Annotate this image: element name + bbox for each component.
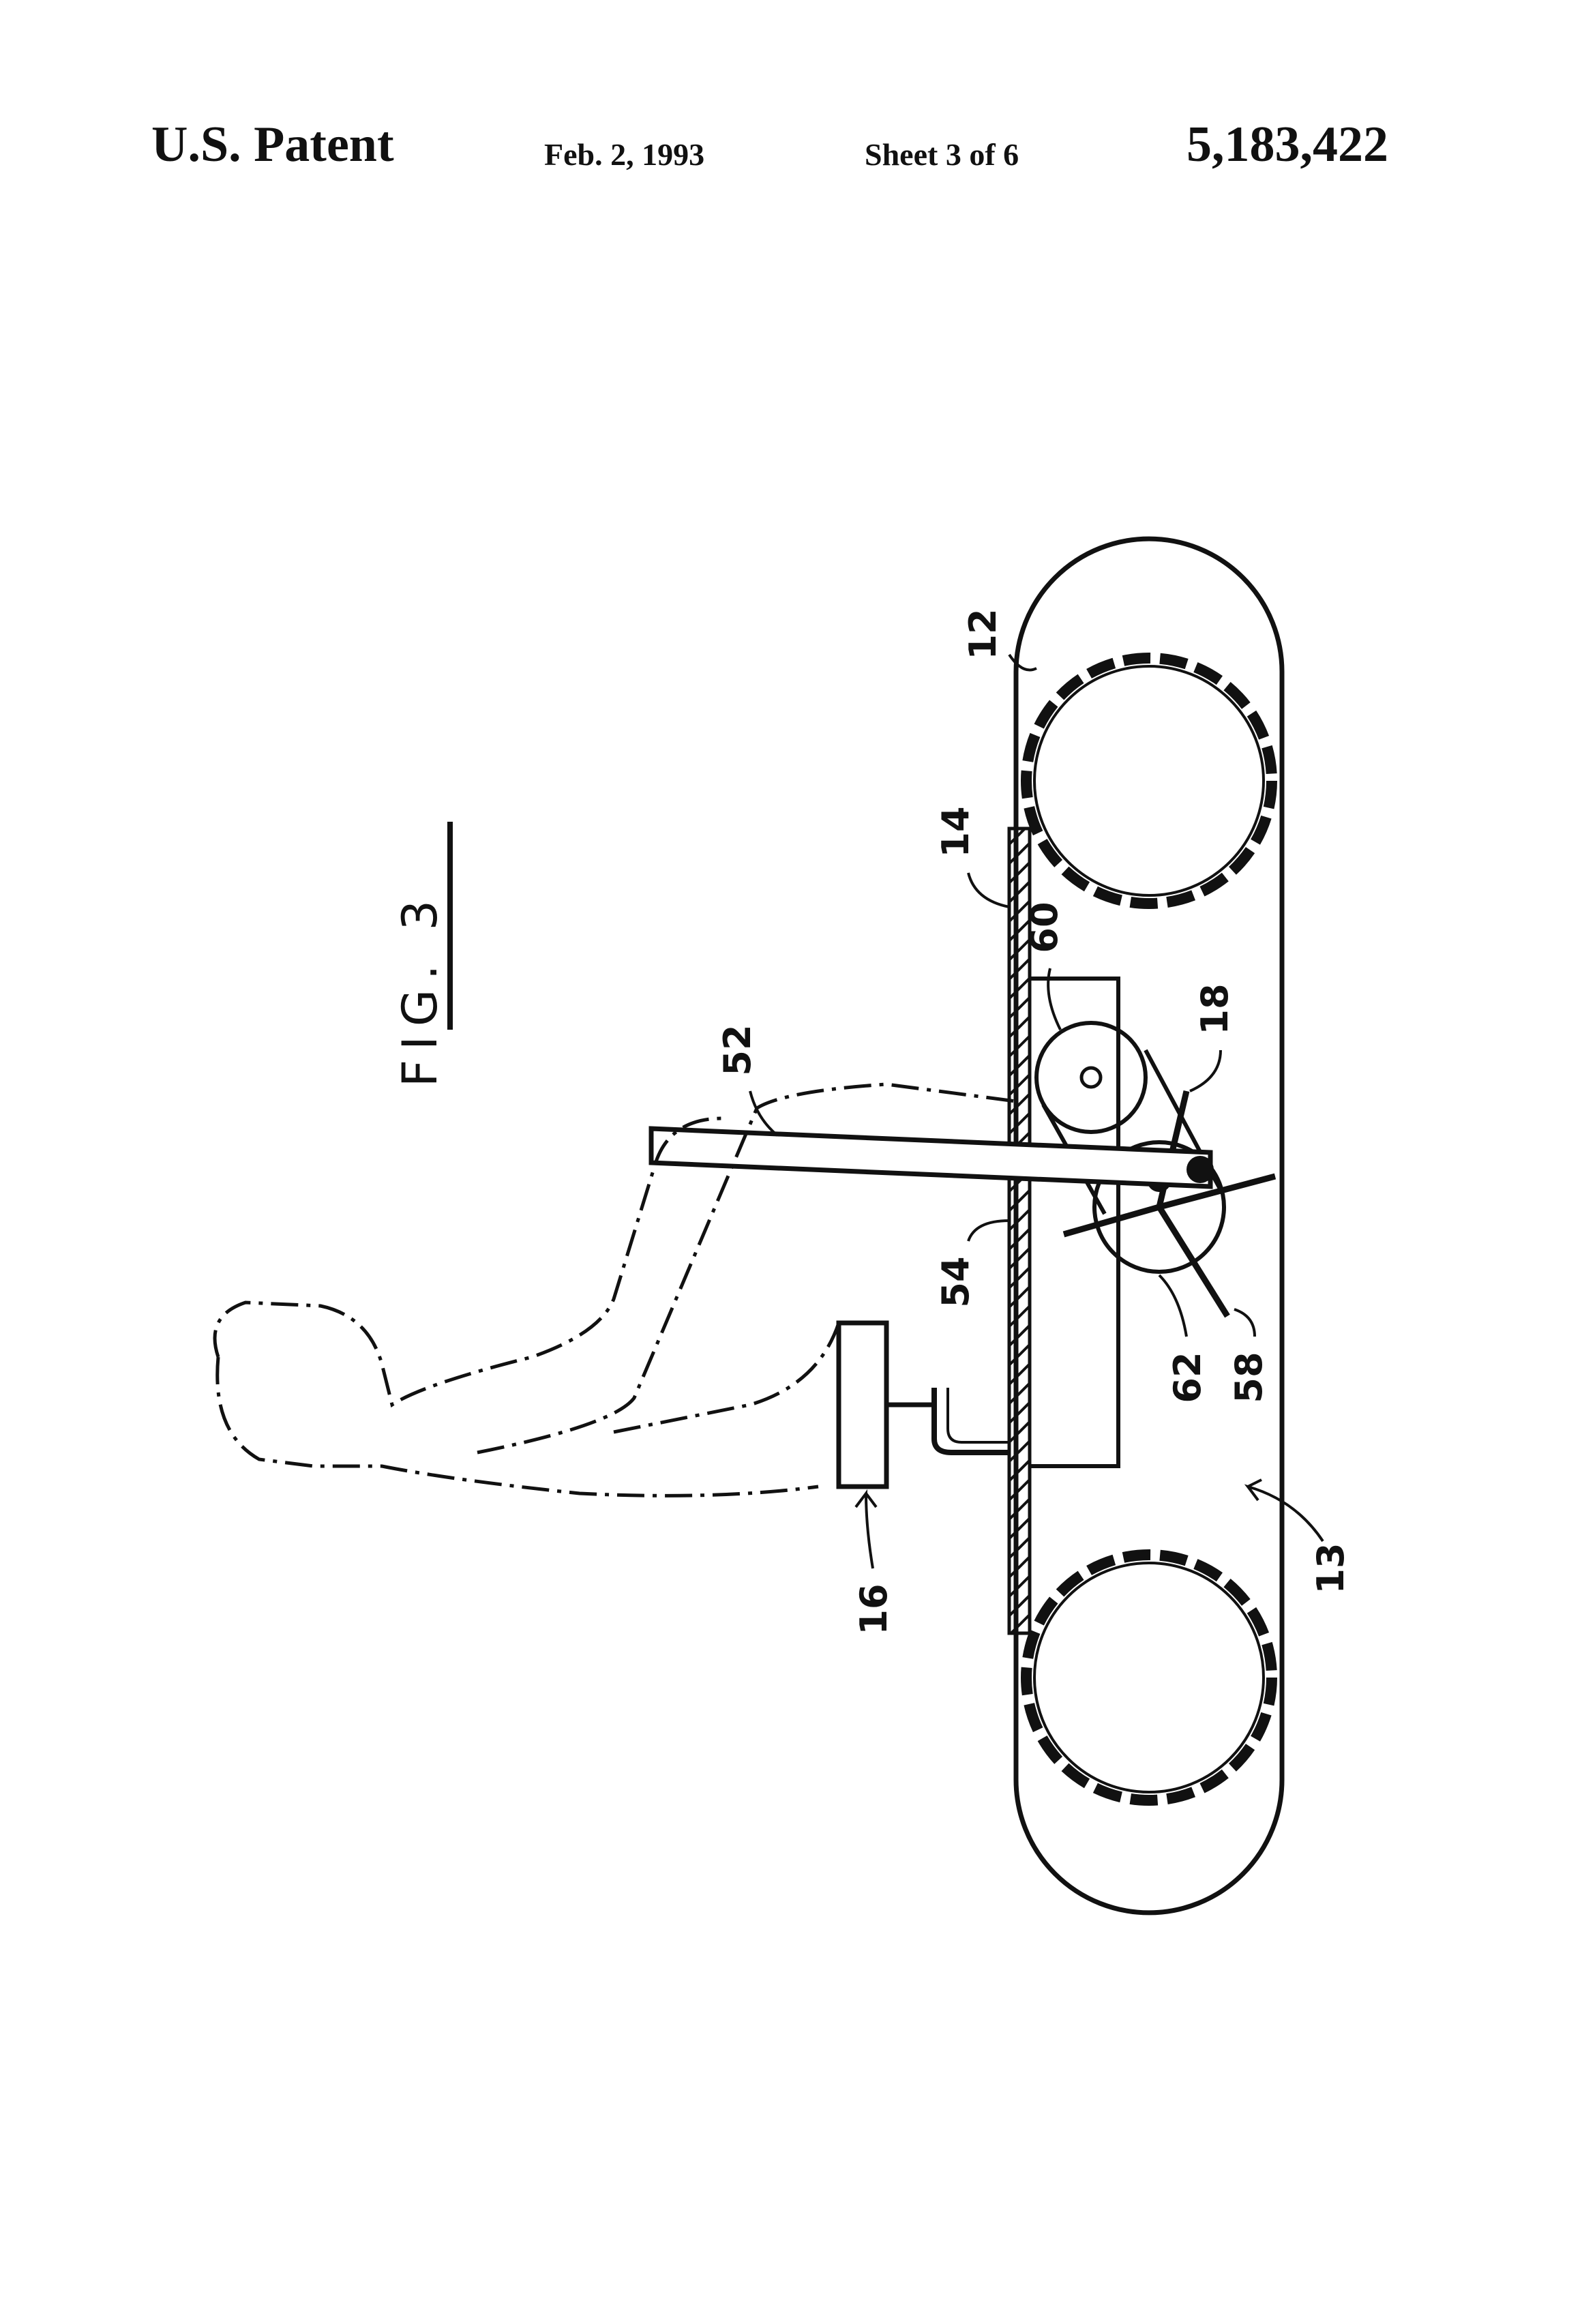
tread-belt xyxy=(1016,539,1282,1913)
leader-54 xyxy=(968,1221,1009,1241)
leader-62 xyxy=(1159,1275,1186,1337)
label-58: 58 xyxy=(1227,1352,1270,1403)
label-60: 60 xyxy=(1023,902,1066,953)
rear-roller xyxy=(1026,1555,1272,1800)
figure-title-text: FIG. 3 xyxy=(392,891,448,1087)
label-12: 12 xyxy=(961,608,1004,659)
label-18: 18 xyxy=(1193,983,1236,1034)
handle-lever xyxy=(651,1129,1210,1187)
seat-post-inner xyxy=(948,1388,1009,1442)
label-16-text: 16 xyxy=(852,1583,895,1635)
label-58-text: 58 xyxy=(1227,1352,1270,1403)
leader-52 xyxy=(750,1091,777,1135)
label-52: 52 xyxy=(716,1024,759,1075)
pulley-60 xyxy=(1036,1023,1146,1132)
figure-title: FIG. 3 xyxy=(392,891,448,1087)
pulley-60-hub xyxy=(1081,1068,1101,1087)
label-52-text: 52 xyxy=(716,1024,759,1075)
leader-14 xyxy=(968,873,1009,907)
label-14-text: 14 xyxy=(934,806,977,857)
arrow-13 xyxy=(1248,1480,1323,1541)
label-13-text: 13 xyxy=(1309,1543,1352,1594)
label-60-text: 60 xyxy=(1023,902,1066,953)
front-roller xyxy=(1026,658,1272,904)
leader-58 xyxy=(1234,1309,1255,1337)
lever-pivot xyxy=(1186,1156,1214,1183)
label-54-text: 54 xyxy=(934,1256,977,1307)
label-12-text: 12 xyxy=(961,608,1004,659)
arrow-16 xyxy=(856,1493,876,1568)
front-roller-inner xyxy=(1034,666,1264,895)
leader-18 xyxy=(1190,1050,1221,1091)
label-13: 13 xyxy=(1309,1543,1352,1594)
label-62-text: 62 xyxy=(1166,1352,1209,1403)
label-54: 54 xyxy=(934,1256,977,1307)
rear-roller-inner xyxy=(1034,1563,1264,1792)
label-62: 62 xyxy=(1166,1352,1209,1403)
label-14: 14 xyxy=(934,806,977,857)
leader-12 xyxy=(1009,655,1036,670)
seat xyxy=(839,1323,886,1487)
drive-belt xyxy=(1043,1050,1221,1214)
label-16: 16 xyxy=(852,1583,895,1635)
label-18-text: 18 xyxy=(1193,983,1236,1034)
